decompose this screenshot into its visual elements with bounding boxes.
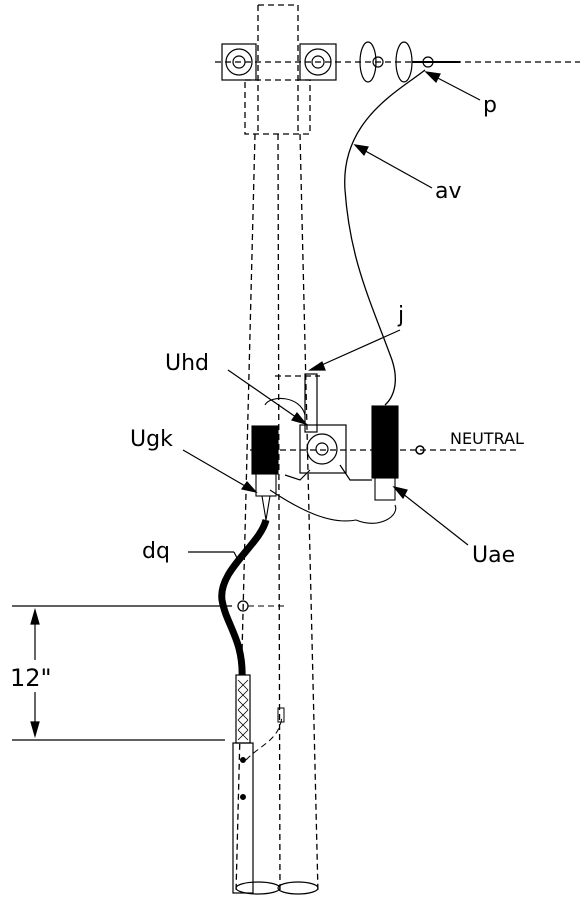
right-arrester-uae [269,405,399,524]
label-j: j [397,303,404,328]
label-uhd: Uhd [165,351,209,376]
label-p: p [483,93,497,118]
pole [235,4,319,895]
label-ugk: Ugk [130,427,173,452]
lead-wire-av [344,69,426,406]
label-uae: Uae [472,543,515,568]
leader-lines [182,71,481,561]
left-termination-ugk [251,397,306,521]
top-crossarm-hardware [215,41,580,83]
label-dq: dq [142,539,170,564]
label-neutral: NEUTRAL [450,429,524,448]
label-av: av [435,179,462,204]
riser-cable [218,518,285,894]
label-dimension: 12" [10,664,52,692]
dimension-12in [12,605,232,741]
